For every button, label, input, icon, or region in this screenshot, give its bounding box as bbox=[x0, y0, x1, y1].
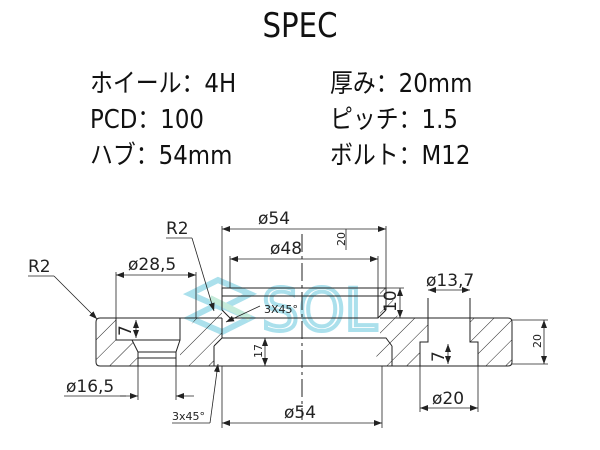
dim-d48: ø48 bbox=[270, 239, 302, 259]
dimension-labels: ø54 ø48 20 ø28,5 R2 R2 3X45° ø13,7 ø16,5… bbox=[28, 209, 544, 423]
dim-d54-top: ø54 bbox=[258, 209, 290, 229]
spec-list-left: ホイール：4H PCD：100 ハブ：54mm bbox=[90, 66, 236, 174]
dim-h10: 10 bbox=[381, 290, 401, 312]
spec-thickness: 厚み：20mm bbox=[330, 66, 472, 102]
section-view bbox=[95, 234, 513, 420]
dim-d20: ø20 bbox=[432, 389, 464, 409]
spec-bolt: ボルト：M12 bbox=[330, 138, 472, 174]
dim-h7-left: 7 bbox=[116, 325, 136, 336]
dim-chamfer-bottom: 3x45° bbox=[172, 410, 205, 423]
dim-d13-7: ø13,7 bbox=[426, 271, 474, 291]
dim-chamfer-top: 3X45° bbox=[264, 303, 298, 316]
spec-value: 54mm bbox=[158, 141, 233, 171]
spec-sep: ： bbox=[181, 69, 205, 99]
spec-list-right: 厚み：20mm ピッチ：1.5 ボルト：M12 bbox=[330, 66, 472, 174]
spec-wheel: ホイール：4H bbox=[90, 66, 236, 102]
spec-label: ボルト bbox=[330, 141, 399, 171]
spec-sep: ： bbox=[137, 105, 161, 135]
spec-label: PCD bbox=[90, 105, 138, 135]
spec-label: ハブ bbox=[90, 141, 136, 171]
page-title: SPEC bbox=[262, 6, 338, 46]
dim-h20-top: 20 bbox=[335, 232, 348, 246]
dim-r2-center: R2 bbox=[166, 219, 189, 239]
dim-d28-5: ø28,5 bbox=[128, 255, 176, 275]
spec-label: 厚み bbox=[330, 69, 376, 99]
watermark-text: SOL bbox=[262, 276, 377, 344]
spec-sep: ： bbox=[135, 141, 159, 171]
spec-label: ピッチ bbox=[330, 105, 399, 135]
dim-h17: 17 bbox=[252, 344, 265, 358]
spec-value: 100 bbox=[160, 105, 204, 135]
dim-h7-right: 7 bbox=[429, 351, 449, 362]
spec-pitch: ピッチ：1.5 bbox=[330, 102, 472, 138]
spec-value: 20mm bbox=[398, 69, 473, 99]
spec-hub: ハブ：54mm bbox=[90, 138, 236, 174]
dimensions bbox=[28, 226, 548, 428]
dim-h20-right: 20 bbox=[531, 334, 544, 348]
spec-value: M12 bbox=[421, 141, 471, 171]
spec-value: 1.5 bbox=[421, 105, 458, 135]
spec-sep: ： bbox=[398, 105, 422, 135]
spec-sep: ： bbox=[375, 69, 399, 99]
spec-value: 4H bbox=[204, 69, 237, 99]
spec-pcd: PCD：100 bbox=[90, 102, 236, 138]
spec-sep: ： bbox=[398, 141, 422, 171]
spec-label: ホイール bbox=[90, 69, 182, 99]
dim-d16-5: ø16,5 bbox=[66, 377, 114, 397]
dim-r2-left: R2 bbox=[28, 257, 51, 277]
dim-d54-bottom: ø54 bbox=[284, 403, 316, 423]
